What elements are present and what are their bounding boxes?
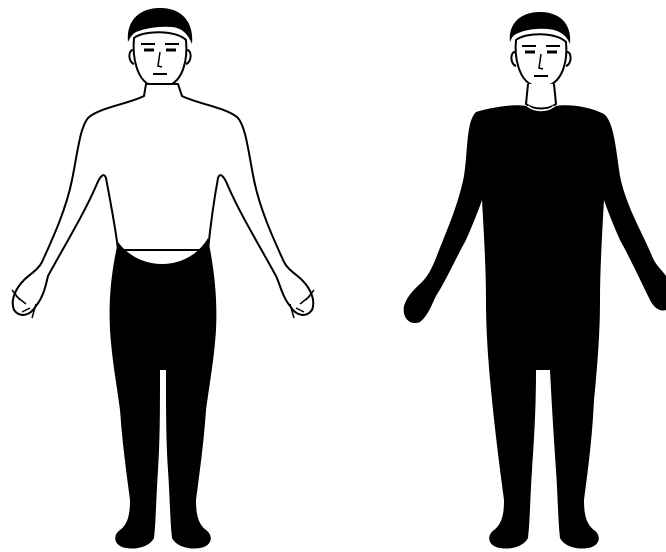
figure-right-svg bbox=[336, 0, 666, 552]
figure-left-partial-coverage bbox=[0, 0, 330, 552]
figure-left-svg bbox=[0, 0, 330, 552]
bodysuit-right bbox=[404, 105, 666, 548]
neck-right bbox=[526, 84, 556, 109]
figure-right-full-coverage bbox=[336, 0, 666, 552]
head-left bbox=[134, 32, 187, 87]
head-right bbox=[516, 34, 567, 87]
tights-left bbox=[110, 238, 217, 549]
